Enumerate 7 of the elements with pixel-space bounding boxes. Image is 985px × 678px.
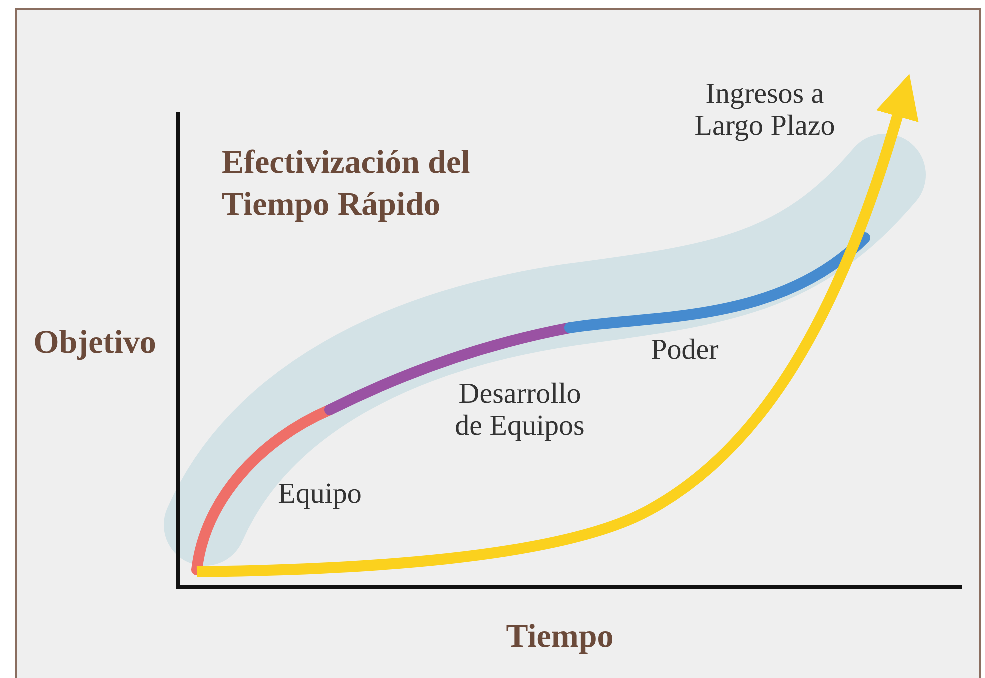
- curve-label: Ingresos a Largo Plazo: [694, 78, 836, 142]
- curve-label: Equipo: [277, 478, 363, 510]
- chart-title: Efectivización del Tiempo Rápido: [222, 144, 472, 225]
- axis-label: Objetivo: [32, 324, 158, 362]
- axis-label: Tiempo: [505, 618, 615, 656]
- curve-label: Poder: [650, 334, 720, 366]
- curve-label: Desarrollo de Equipos: [454, 378, 586, 442]
